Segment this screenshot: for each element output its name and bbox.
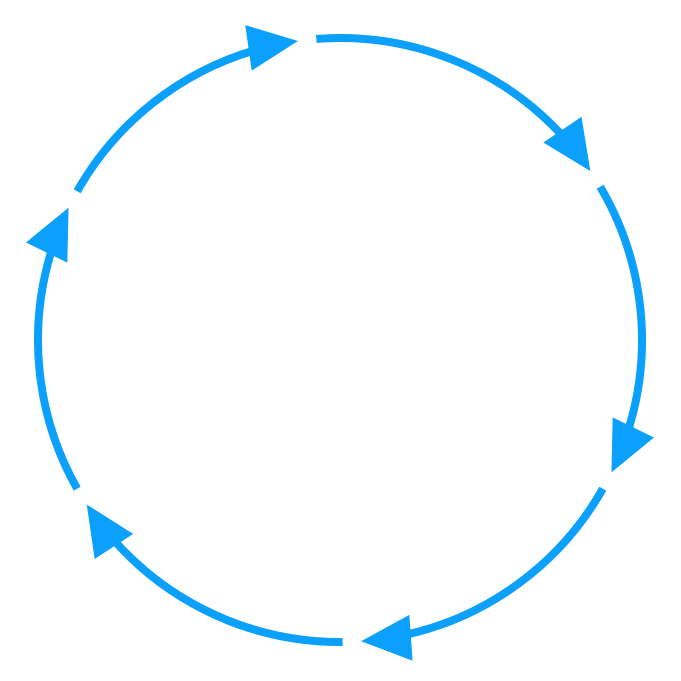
arrowhead-icon bbox=[86, 504, 134, 559]
arrowhead-icon bbox=[25, 207, 69, 263]
arc-line bbox=[34, 245, 81, 491]
cycle-segment-3 bbox=[361, 486, 607, 661]
arc-line bbox=[402, 486, 607, 640]
arrowhead-icon bbox=[611, 417, 655, 473]
cycle-arrows bbox=[25, 25, 655, 661]
arrowhead-icon bbox=[245, 25, 298, 71]
cycle-segment-5 bbox=[25, 207, 81, 491]
cycle-segment-2 bbox=[596, 184, 655, 473]
arc-line bbox=[109, 535, 343, 646]
arc-line bbox=[73, 45, 258, 194]
cycle-segment-1 bbox=[315, 34, 591, 172]
arrowhead-icon bbox=[543, 116, 591, 172]
cycle-segment-6 bbox=[73, 25, 298, 194]
cycle-segment-4 bbox=[86, 504, 343, 646]
arrowhead-icon bbox=[361, 614, 413, 661]
arc-line bbox=[596, 184, 646, 435]
arc-line bbox=[315, 34, 568, 141]
